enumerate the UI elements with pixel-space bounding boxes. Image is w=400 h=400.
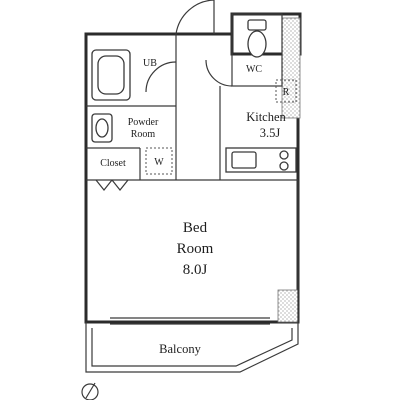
powder-room-label-line1: Powder (128, 117, 159, 128)
entrance-door (175, 0, 215, 35)
bathtub-icon (91, 49, 131, 101)
washer-label: W (154, 157, 164, 168)
bedroom-label-line1: Bed (183, 220, 208, 236)
ub-door-swing (145, 61, 177, 93)
stove-icon (225, 147, 297, 173)
washer-space (145, 147, 173, 175)
wc-door-swing (205, 59, 233, 87)
refrigerator-label: R (283, 87, 290, 98)
north-arrow-icon (81, 382, 99, 400)
interior-walls (86, 13, 299, 322)
closet-label: Closet (100, 158, 126, 169)
toilet-icon (247, 19, 267, 58)
kitchen-label: Kitchen (246, 110, 286, 124)
pipe-shaft-bottom (277, 289, 299, 323)
refrigerator-space (275, 79, 297, 103)
wc-label: WC (246, 64, 262, 75)
balcony-window (110, 317, 270, 325)
powder-room-label-line2: Room (131, 129, 156, 140)
unit-bath-label: UB (143, 58, 157, 69)
sink-icon (91, 113, 113, 143)
balcony-label: Balcony (159, 342, 201, 356)
balcony-outline (85, 322, 299, 373)
kitchen-size: 3.5J (260, 126, 281, 140)
bedroom-size: 8.0J (183, 262, 208, 278)
pipe-shaft-top (281, 17, 301, 119)
bedroom-label-line2: Room (177, 241, 214, 257)
closet-door (95, 179, 129, 191)
